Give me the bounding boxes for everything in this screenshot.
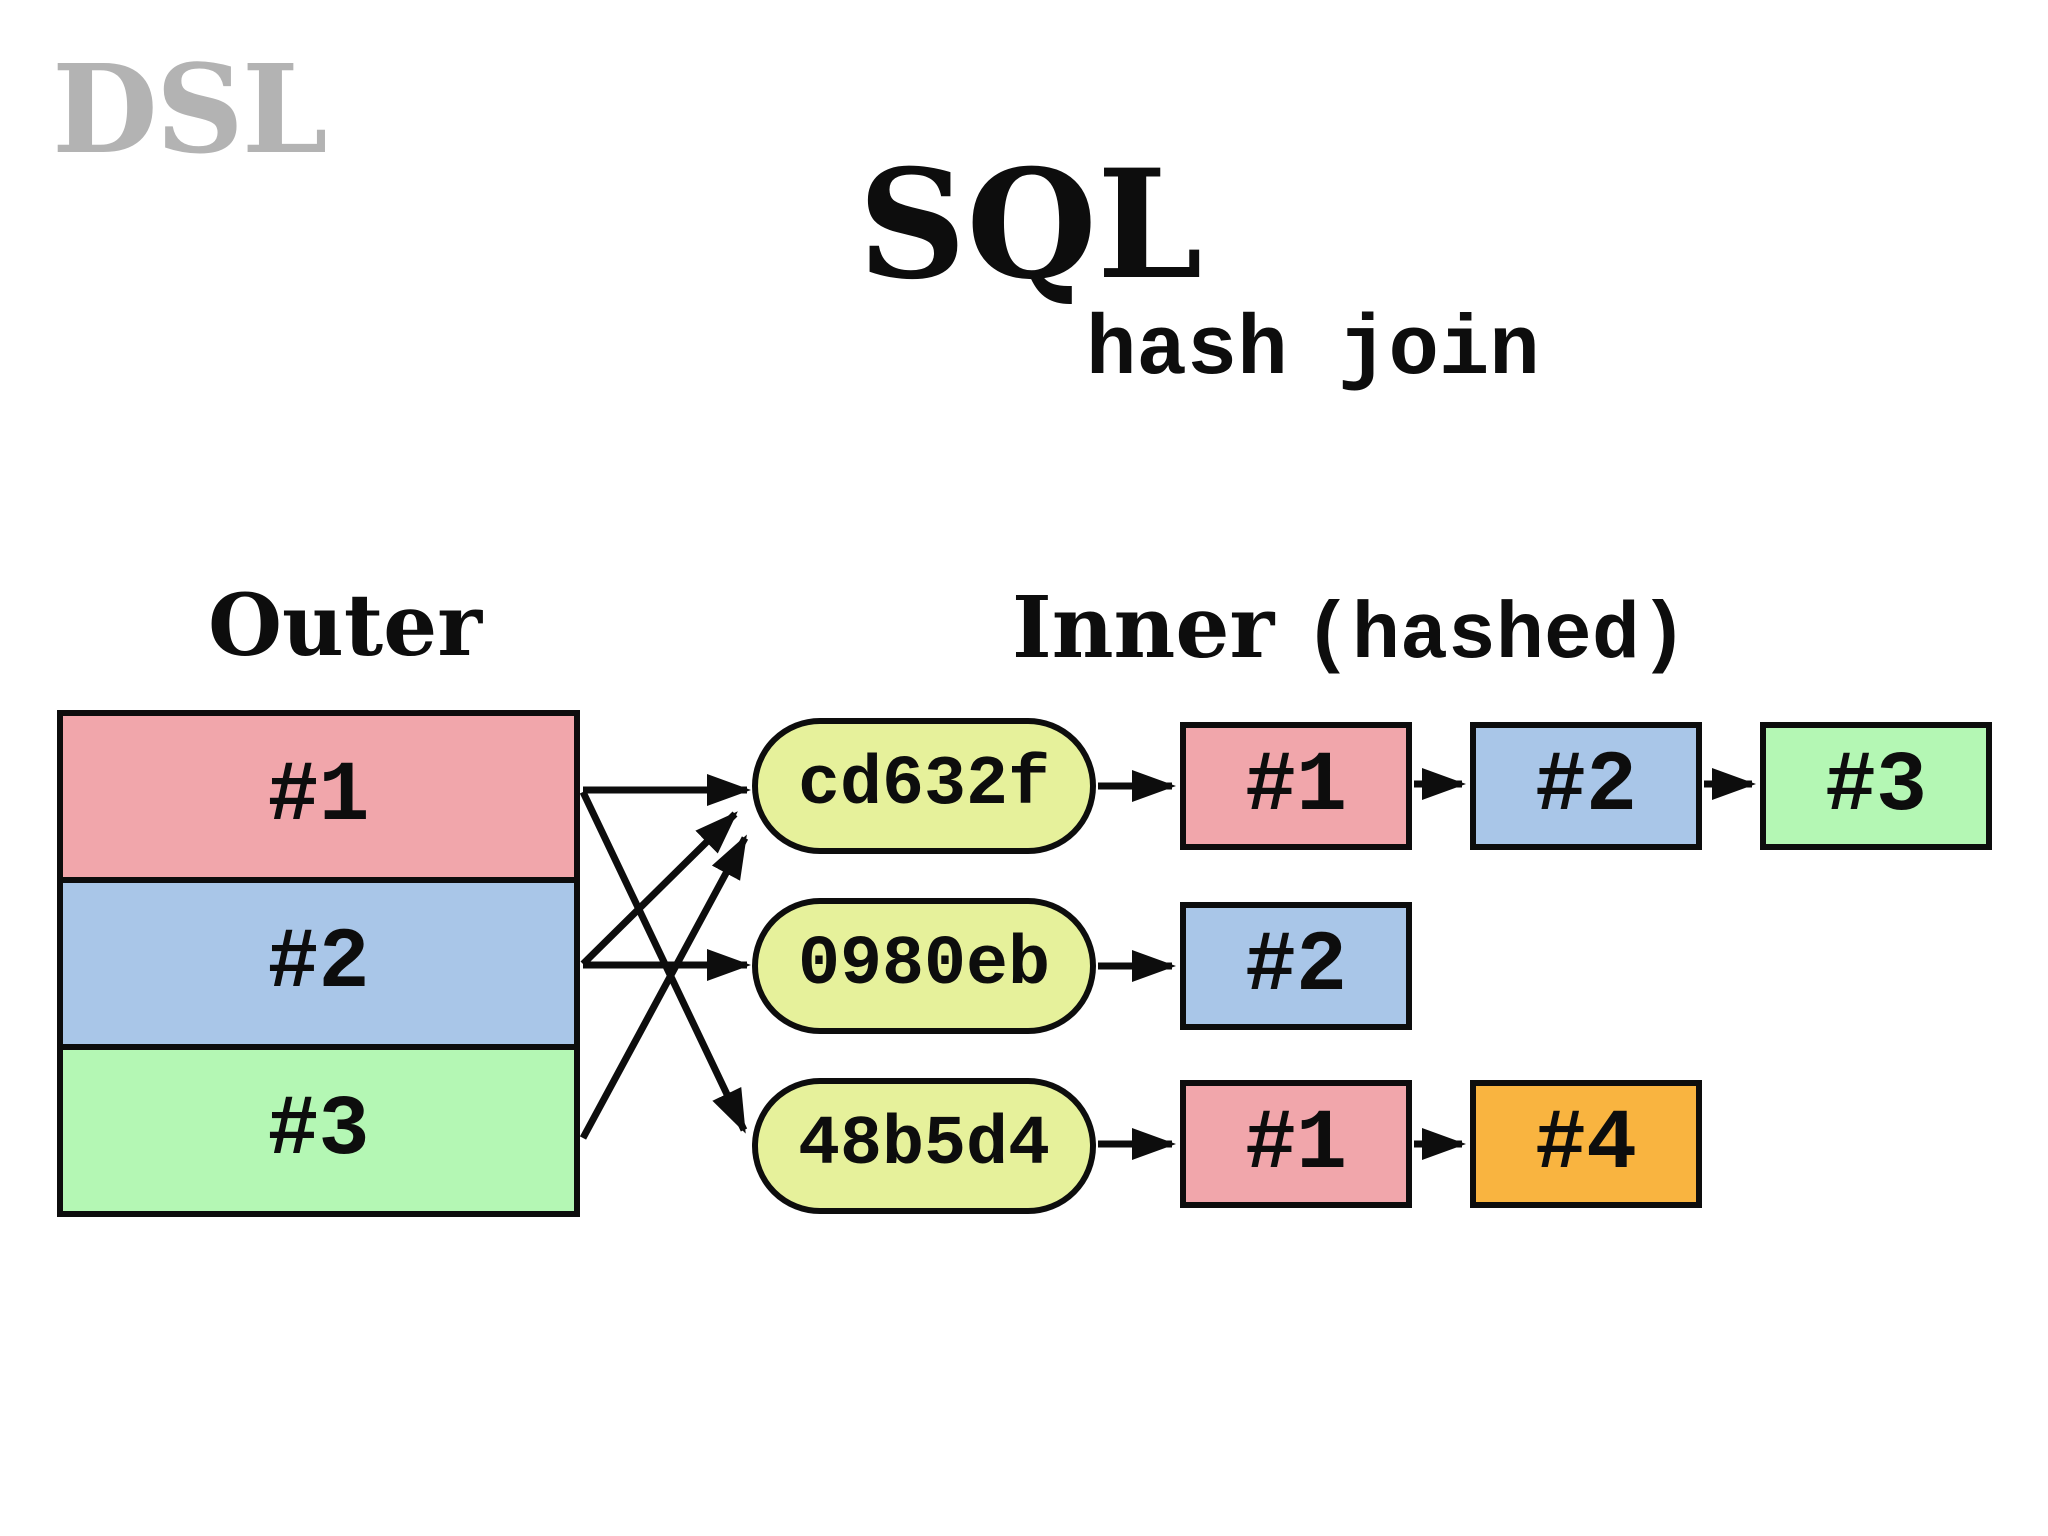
arrow-outer1-to-48b5d4 xyxy=(579,790,748,1134)
outer-row-1: #1 xyxy=(63,716,574,877)
chain-cd632f-item-1: #1 xyxy=(1180,722,1412,850)
chain-48b5d4-item-2: #4 xyxy=(1470,1080,1702,1208)
arrow-outer3-to-cd632f xyxy=(579,834,749,1140)
outer-row-2: #2 xyxy=(63,877,574,1044)
page-subtitle: hash join xyxy=(1086,304,1540,399)
page-title: SQL xyxy=(858,137,1203,313)
chain-cd632f-item-2: #2 xyxy=(1470,722,1702,850)
inner-heading-note: (hashed) xyxy=(1303,591,1688,682)
arrow-outer2-to-cd632f xyxy=(580,811,738,967)
outer-heading: Outer xyxy=(208,576,482,676)
outer-table: #1 #2 #3 xyxy=(57,710,580,1217)
outer-row-3: #3 xyxy=(63,1044,574,1211)
chain-48b5d4-item-1: #1 xyxy=(1180,1080,1412,1208)
inner-heading-bold: Inner xyxy=(1012,578,1275,678)
dsl-logo: DSL xyxy=(52,37,328,181)
chain-0980eb-item-1: #2 xyxy=(1180,902,1412,1030)
inner-heading: Inner (hashed) xyxy=(1012,586,1688,677)
chain-cd632f-item-3: #3 xyxy=(1760,722,1992,850)
bucket-48b5d4: 48b5d4 xyxy=(752,1078,1096,1214)
bucket-0980eb: 0980eb xyxy=(752,898,1096,1034)
bucket-cd632f: cd632f xyxy=(752,718,1096,854)
